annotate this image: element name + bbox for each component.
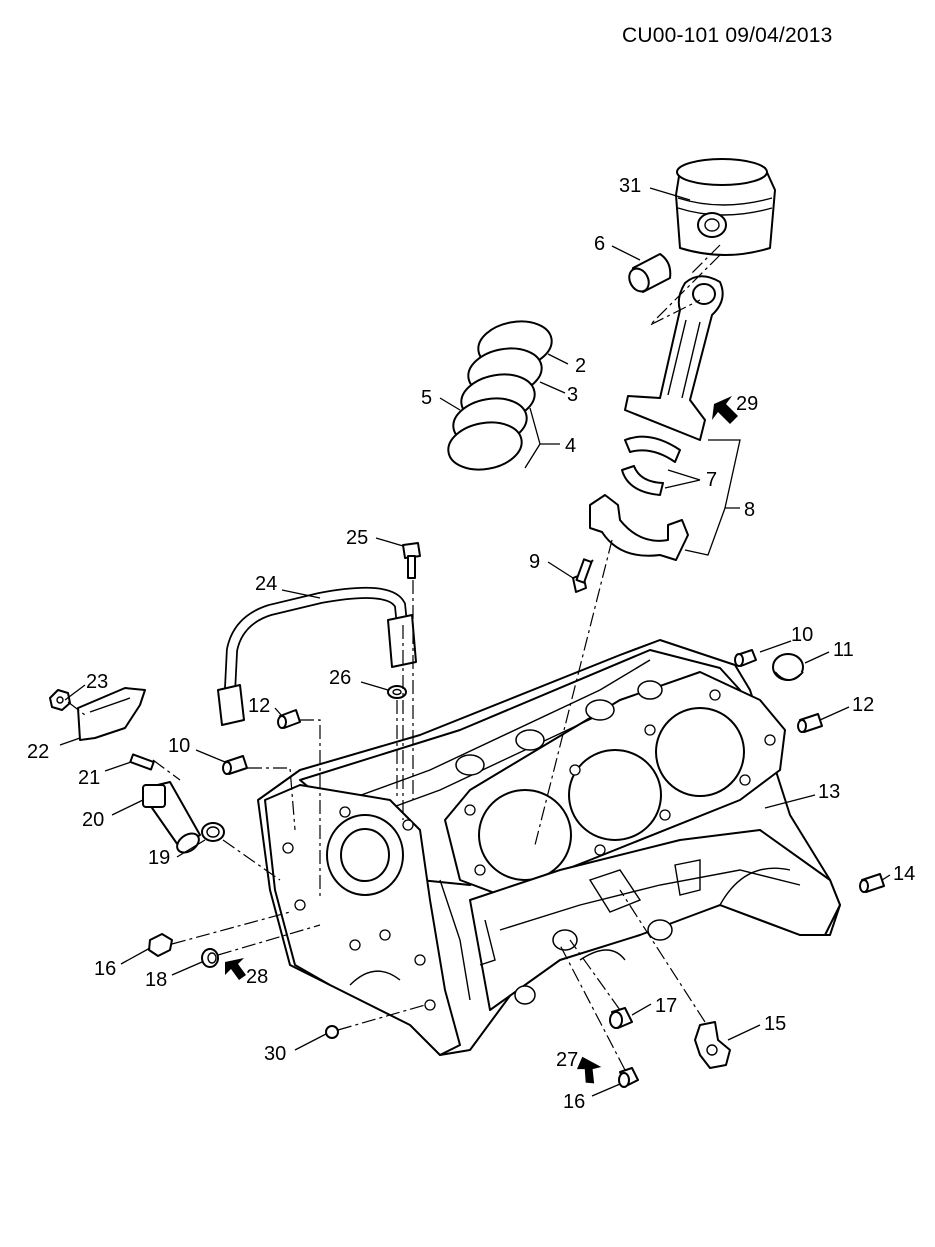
oil-tube <box>217 586 417 726</box>
callout-17: 17 <box>655 995 677 1017</box>
piston <box>675 158 776 256</box>
callout-15: 15 <box>764 1013 786 1035</box>
assembly-lines <box>67 244 721 1071</box>
callout-16-bottom: 16 <box>563 1091 585 1113</box>
plug-30 <box>325 1025 339 1039</box>
plug-16-bottom <box>618 1067 639 1088</box>
leader-lines <box>59 187 891 1097</box>
dowel-12-left <box>277 709 301 729</box>
rod-cap-bolt <box>572 558 594 593</box>
sensor-bracket <box>77 687 146 741</box>
bracket-nut <box>49 689 71 711</box>
callout-6: 6 <box>594 233 605 255</box>
callout-18: 18 <box>145 969 167 991</box>
piston-pin <box>628 253 672 293</box>
oil-tube-seal <box>387 685 407 699</box>
callout-23: 23 <box>86 671 108 693</box>
arrow-29-icon <box>712 396 738 424</box>
callout-22: 22 <box>27 741 49 763</box>
callout-31: 31 <box>619 175 641 197</box>
callout-10-right: 10 <box>791 624 813 646</box>
plug-18 <box>201 948 219 968</box>
plug-11 <box>772 653 804 681</box>
callout-13: 13 <box>818 781 840 803</box>
cylinder-bore-2 <box>568 749 662 841</box>
crank-position-sensor <box>142 781 201 854</box>
dowel-10-left <box>222 755 248 775</box>
rod-cap <box>589 494 689 561</box>
plug-17 <box>609 1007 633 1029</box>
callout-25: 25 <box>346 527 368 549</box>
callout-2: 2 <box>575 355 586 377</box>
callout-29: 29 <box>736 393 758 415</box>
callout-16-left: 16 <box>94 958 116 980</box>
engine-block <box>257 639 841 1056</box>
callout-28: 28 <box>246 966 268 988</box>
callout-11: 11 <box>833 639 854 661</box>
callout-5: 5 <box>421 387 432 409</box>
cylinder-bore-1 <box>478 789 572 881</box>
dowel-14 <box>859 873 885 893</box>
piston-rings <box>447 320 553 471</box>
callout-26: 26 <box>329 667 351 689</box>
callout-10-left: 10 <box>168 735 190 757</box>
diagram-reference-header: CU00-101 09/04/2013 <box>622 24 833 47</box>
arrow-27-icon <box>576 1056 602 1084</box>
callout-labels: 31 6 2 3 5 4 29 7 8 9 25 24 10 11 26 23 … <box>27 175 915 1113</box>
callout-20: 20 <box>82 809 104 831</box>
callout-12-right: 12 <box>852 694 874 716</box>
callout-21: 21 <box>78 767 100 789</box>
sensor-o-ring <box>201 822 225 842</box>
callout-7: 7 <box>706 469 717 491</box>
callout-8: 8 <box>744 499 755 521</box>
callout-9: 9 <box>529 551 540 573</box>
plug-16-left <box>148 933 173 957</box>
rod-bearings <box>621 435 681 496</box>
knock-sensor-15 <box>694 1021 731 1069</box>
callout-19: 19 <box>148 847 170 869</box>
callout-30: 30 <box>264 1043 286 1065</box>
callout-4: 4 <box>565 435 576 457</box>
dowel-12-right <box>797 713 823 733</box>
cylinder-bore-3 <box>655 707 745 797</box>
oil-tube-bolt <box>402 542 421 579</box>
callout-24: 24 <box>255 573 277 595</box>
callout-3: 3 <box>567 384 578 406</box>
connecting-rod <box>624 275 724 441</box>
sensor-bolt <box>129 753 155 771</box>
dowel-10-right <box>734 649 757 667</box>
callout-27: 27 <box>556 1049 578 1071</box>
arrow-28-icon <box>225 958 246 980</box>
callout-12-left: 12 <box>248 695 270 717</box>
callout-14: 14 <box>893 863 915 885</box>
